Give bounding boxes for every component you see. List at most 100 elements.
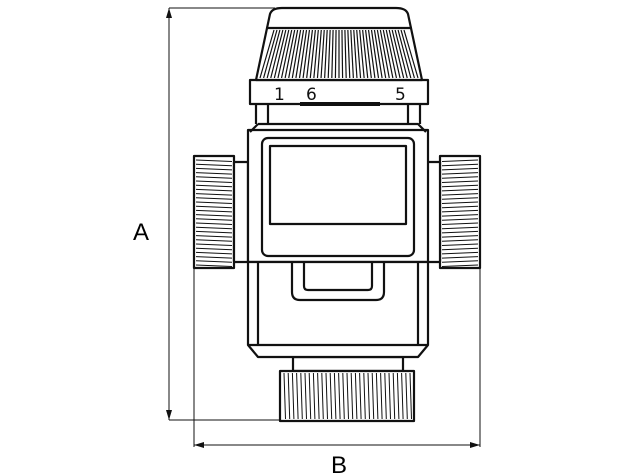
hatch-line <box>280 29 293 79</box>
hatch-line <box>195 180 233 183</box>
hatch-line <box>371 372 375 420</box>
hatch-line <box>342 372 345 420</box>
hatch-line <box>302 29 311 79</box>
hatch-line <box>298 29 308 79</box>
dimension-b-arrow-left <box>194 442 204 448</box>
hatch-line <box>441 251 479 255</box>
hatch-line <box>367 29 376 79</box>
hatch-line <box>403 29 419 79</box>
hatch-line <box>350 29 354 79</box>
hatch-line <box>379 29 390 79</box>
hatch-line <box>350 372 354 420</box>
hatch-line <box>441 180 479 183</box>
hatch-line <box>363 372 366 420</box>
hatch-line <box>320 29 325 79</box>
hatch-line <box>270 29 284 79</box>
hatch-line <box>441 188 479 192</box>
hatch-line <box>195 264 233 267</box>
dimension-b-label: B <box>331 452 347 473</box>
hatch-line <box>195 251 233 255</box>
hatch-line <box>300 372 303 420</box>
hatch-line <box>195 243 233 246</box>
hatch-line <box>195 176 233 179</box>
hatch-line <box>441 218 479 221</box>
left-thread-lines <box>195 159 233 267</box>
hatch-line <box>441 226 479 230</box>
hatch-line <box>291 372 295 420</box>
bottom-outlet-neck <box>291 355 405 373</box>
hatch-line <box>195 205 233 209</box>
hatch-line <box>291 29 302 79</box>
body-clip <box>290 262 386 302</box>
hatch-line <box>344 29 347 79</box>
body-label-window <box>268 144 408 226</box>
hatch-line <box>388 372 391 420</box>
hatch-line <box>195 222 233 225</box>
hatch-line <box>441 193 479 196</box>
hatch-line <box>312 372 316 420</box>
left-inlet-collar <box>232 160 250 264</box>
right-threaded-inlet <box>424 154 482 270</box>
dial-number-5: 5 <box>395 85 406 105</box>
hatch-line <box>396 372 400 420</box>
hatch-line <box>195 172 233 175</box>
hatch-line <box>195 197 233 200</box>
hatch-line <box>441 260 479 263</box>
hatch-line <box>195 235 233 238</box>
hatch-line <box>364 29 372 79</box>
hatch-line <box>284 29 296 79</box>
hatch-line <box>401 372 404 420</box>
hatch-line <box>313 29 319 79</box>
hatch-line <box>195 260 233 263</box>
hatch-line <box>370 29 380 79</box>
hatch-line <box>354 372 358 420</box>
hatch-line <box>324 29 328 79</box>
hatch-line <box>317 372 320 420</box>
hatch-line <box>409 372 412 420</box>
hatch-line <box>266 29 281 79</box>
hatch-line <box>283 372 286 420</box>
hatch-line <box>195 163 233 167</box>
hatch-line <box>347 29 351 79</box>
hatch-line <box>195 247 233 251</box>
hatch-line <box>375 372 379 420</box>
hatch-line <box>441 222 479 225</box>
hatch-line <box>359 372 362 420</box>
hatch-line <box>441 239 479 242</box>
hatch-line <box>397 29 412 79</box>
dimension-b-arrow-right <box>470 442 480 448</box>
hatch-line <box>441 247 479 251</box>
lower-body-housing <box>246 260 430 359</box>
hatch-line <box>288 29 299 79</box>
hatch-line <box>195 201 233 204</box>
hatch-line <box>331 29 334 79</box>
hatch-line <box>392 372 396 420</box>
hatch-line <box>373 29 383 79</box>
hatch-line <box>441 163 479 167</box>
dimension-b: B <box>193 268 481 473</box>
hatch-line <box>329 372 333 420</box>
valve-main-body <box>246 122 430 359</box>
dimension-a-arrow-bottom <box>166 410 172 420</box>
hatch-line <box>296 372 299 420</box>
hatch-line <box>346 372 349 420</box>
hatch-line <box>388 29 401 79</box>
hatch-line <box>441 201 479 204</box>
hatch-line <box>367 372 370 420</box>
hatch-line <box>391 29 405 79</box>
dial-number-1: 1 <box>274 85 285 105</box>
hatch-line <box>400 29 415 79</box>
upper-body-housing <box>246 128 430 264</box>
hatch-line <box>353 29 358 79</box>
hatch-line <box>356 29 362 79</box>
hatch-line <box>441 176 479 179</box>
hatch-line <box>277 29 290 79</box>
hatch-line <box>341 29 344 79</box>
hatch-line <box>195 209 233 213</box>
bottom-threaded-outlet <box>278 355 416 423</box>
hatch-line <box>441 205 479 209</box>
hatch-line <box>195 193 233 196</box>
hatch-line <box>334 29 337 79</box>
hatch-line <box>195 188 233 192</box>
